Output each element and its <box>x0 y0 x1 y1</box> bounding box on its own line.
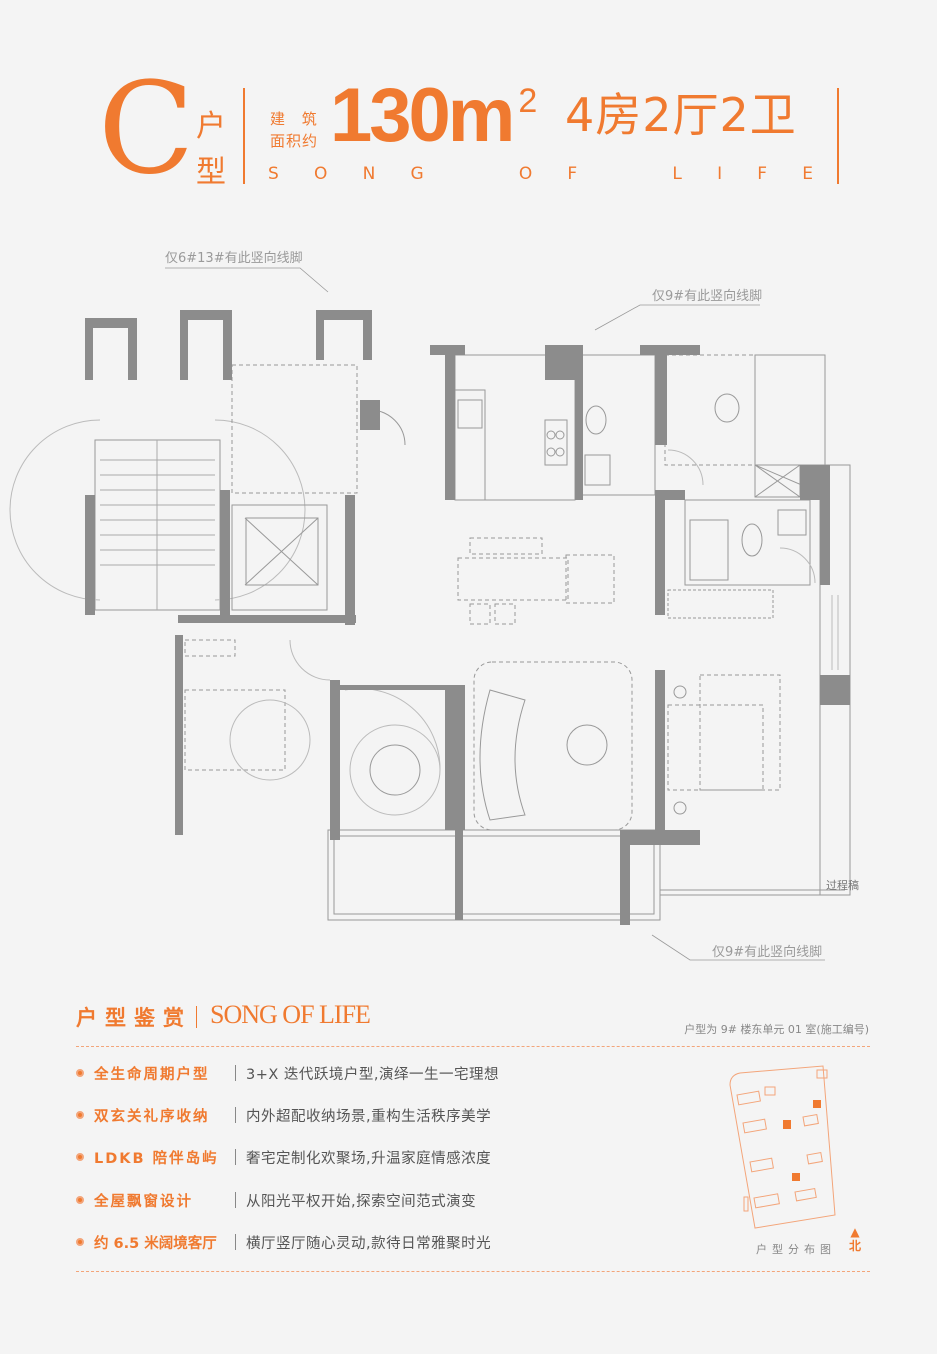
unit-location-markers <box>783 1100 821 1181</box>
bullet-icon <box>76 1111 84 1119</box>
feature-item: 约 6.5 米阔境客厅 横厅竖厅随心灵动,款待日常雅聚时光 <box>76 1231 491 1253</box>
feature-value: 奢宅定制化欢聚场,升温家庭情感浓度 <box>246 1150 492 1167</box>
north-arrow-icon: ▲ <box>850 1225 860 1239</box>
area-label: 建 筑 面积约 <box>270 108 323 152</box>
slogan: S O N G O F L I F E <box>268 164 813 184</box>
unit-note: 户型为 9# 楼东单元 01 室(施工编号) <box>684 1023 869 1036</box>
slogan-letter: F <box>567 164 578 184</box>
feature-value: 从阳光平权开始,探索空间范式演变 <box>246 1193 477 1210</box>
feature-value: 3+X 迭代跃境户型,演绎一生一宅理想 <box>246 1066 500 1083</box>
feature-key: 全生命周期户型 <box>94 1066 210 1083</box>
bullet-icon <box>76 1238 84 1246</box>
floor-plan: 仅6#13#有此竖向线脚 仅9#有此竖向线脚 仅9#有此竖向线脚 过程稿 <box>9 250 859 961</box>
area-label-1: 建 筑 <box>270 110 323 128</box>
unit-type-letter: C <box>98 55 195 202</box>
area-label-2: 面积约 <box>270 132 319 150</box>
slogan-letter: F <box>757 164 768 184</box>
feature-separator <box>235 1192 236 1208</box>
section-title: 户型鉴赏 <box>76 1006 192 1030</box>
divider-bottom <box>76 1271 870 1272</box>
site-map <box>729 1065 836 1229</box>
feature-key: LDKB 陪伴岛屿 <box>94 1150 219 1167</box>
area-unit-sup: 2 <box>518 82 537 120</box>
feature-separator <box>235 1107 236 1123</box>
elevator <box>231 504 328 611</box>
feature-item: 全生命周期户型 3+X 迭代跃境户型,演绎一生一宅理想 <box>76 1062 499 1084</box>
unit-type-word-2: 型 <box>196 155 226 190</box>
draft-label: 过程稿 <box>826 878 859 892</box>
slogan-letter: I <box>717 164 723 184</box>
area-number: 130m <box>330 73 515 158</box>
feature-item: 双玄关礼序收纳 内外超配收纳场景,重构生活秩序美学 <box>76 1104 491 1126</box>
feature-separator <box>235 1234 236 1250</box>
site-map-label: 户型分布图 <box>756 1243 836 1256</box>
divider-top <box>76 1046 870 1047</box>
slogan-letter: N <box>362 164 376 184</box>
slogan-letter: L <box>672 164 682 184</box>
slogan-letter: O <box>313 164 328 184</box>
unit-type-word: 户 型 <box>196 110 230 190</box>
feature-item: LDKB 陪伴岛屿 奢宅定制化欢聚场,升温家庭情感浓度 <box>76 1146 491 1168</box>
note-6-13-vertical-molding: 仅6#13#有此竖向线脚 <box>165 250 303 266</box>
room-layout: 4房2厅2卫 <box>565 88 797 142</box>
feature-key: 双玄关礼序收纳 <box>94 1108 210 1125</box>
slogan-letter: O <box>518 164 533 184</box>
feature-separator <box>235 1065 236 1081</box>
bullet-icon <box>76 1196 84 1204</box>
header-divider <box>243 88 245 184</box>
feature-key: 约 6.5 米阔境客厅 <box>94 1235 217 1252</box>
slogan-letter: E <box>802 164 813 184</box>
feature-value: 内外超配收纳场景,重构生活秩序美学 <box>246 1108 492 1125</box>
unit-type-word-1: 户 <box>196 109 226 144</box>
feature-value: 横厅竖厅随心灵动,款待日常雅聚时光 <box>246 1235 492 1252</box>
feature-item: 全屋飘窗设计 从阳光平权开始,探索空间范式演变 <box>76 1189 476 1211</box>
note-9-vertical-molding-bottom: 仅9#有此竖向线脚 <box>712 944 822 960</box>
walls <box>85 310 850 925</box>
balcony-outline <box>327 829 661 921</box>
north-indicator: ▲ 北 <box>849 1225 861 1253</box>
site-boundary <box>729 1065 836 1229</box>
feature-key: 全屋飘窗设计 <box>94 1193 193 1210</box>
bullet-icon <box>76 1153 84 1161</box>
slogan-letter: G <box>410 164 424 184</box>
header-divider-right <box>837 88 839 184</box>
slogan-letter: S <box>268 164 279 184</box>
section-title-divider <box>196 1006 197 1028</box>
feature-separator <box>235 1149 236 1165</box>
bullet-icon <box>76 1069 84 1077</box>
section-title-en: SONG OF LIFE <box>210 1000 371 1029</box>
note-9-vertical-molding-top: 仅9#有此竖向线脚 <box>652 288 762 304</box>
north-label: 北 <box>849 1239 862 1253</box>
